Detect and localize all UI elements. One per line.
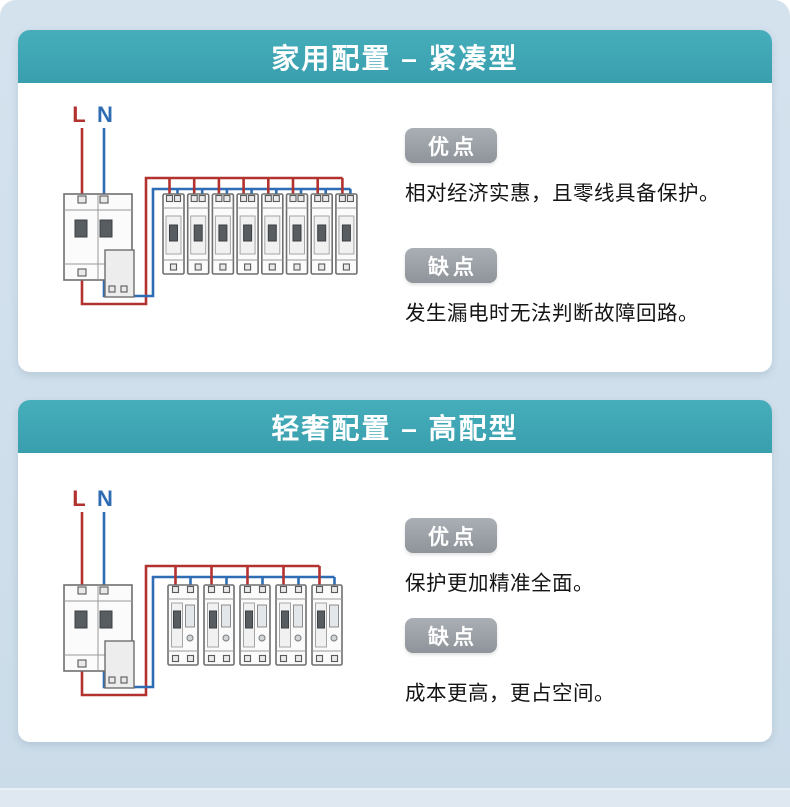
branch-breaker [261,193,284,275]
page-bottom-divider [0,790,790,807]
branch-breaker-rcbo [203,584,235,666]
card-highend-header: 轻奢配置 – 高配型 [18,400,772,453]
pros-text: 保护更加精准全面。 [405,572,594,595]
cons-text: 成本更高，更占空间。 [405,682,615,705]
live-bus-wire [80,564,320,697]
live-bus-wire [80,176,343,306]
circuit-svg-highend: L N [63,486,343,697]
branch-breaker-rcbo [275,584,307,666]
branch-breaker-rcbo [311,584,343,666]
cons-text: 发生漏电时无法判断故障回路。 [405,302,699,325]
neutral-wire-label: N [97,102,113,127]
card-highend-config: 轻奢配置 – 高配型 L N [18,400,772,742]
card-compact-title: 家用配置 – 紧凑型 [271,42,519,74]
branch-breaker [236,193,259,275]
pros-text: 相对经济实惠，且零线具备保护。 [405,182,720,205]
circuit-diagram-highend: L N [58,470,410,718]
branch-breaker [285,193,309,275]
notes-compact: 优点 相对经济实惠，且零线具备保护。 缺点 发生漏电时无法判断故障回路。 [405,128,760,363]
branch-breaker-rcbo [239,584,271,666]
branch-breaker [162,193,185,275]
branch-breaker-rcbo [167,584,199,666]
branch-breakers-compact [162,178,358,275]
card-compact-config: 家用配置 – 紧凑型 L N [18,30,772,372]
branch-breaker [335,193,358,275]
card-highend-title: 轻奢配置 – 高配型 [271,412,519,444]
neutral-bus-wire [102,575,335,689]
branch-breaker [211,193,235,275]
cons-badge: 缺点 [405,618,497,653]
main-breaker [63,584,135,689]
circuit-svg-compact: L N [63,102,358,306]
main-breaker [63,193,135,298]
cons-badge: 缺点 [405,248,497,283]
notes-highend: 优点 保护更加精准全面。 缺点 成本更高，更占空间。 [405,518,760,742]
neutral-wire-label: N [97,486,113,511]
card-compact-header: 家用配置 – 紧凑型 [18,30,772,83]
pros-badge: 优点 [405,518,497,553]
branch-breaker [186,193,210,275]
branch-breaker [310,193,333,275]
branch-breakers-highend [167,566,343,666]
live-wire-label: L [72,486,85,511]
circuit-diagram-compact: L N [58,92,410,340]
live-wire-label: L [72,102,85,127]
main-breaker-module [104,640,135,689]
pros-badge: 优点 [405,128,497,163]
